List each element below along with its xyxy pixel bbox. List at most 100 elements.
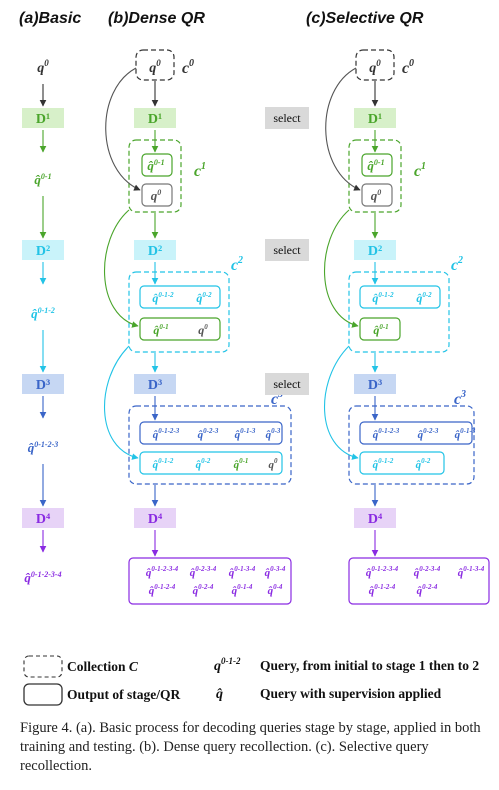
selective-c3-item-1-1: q̂0-2: [416, 457, 431, 471]
legend-output-label: Output of stage/QR: [67, 687, 181, 702]
selective-final-box: [348, 557, 490, 605]
header-dense-qr: (b)Dense QR: [108, 10, 205, 27]
dense-recollect-c0: [105, 67, 141, 191]
selective-stage-3: D³: [368, 378, 382, 393]
dense-final-item-1: q̂0-2-3-4: [190, 565, 217, 579]
legend-collection-symbol: C: [129, 659, 139, 674]
basic-stage-3-box: [22, 374, 64, 394]
legend-query-desc: Query, from initial to stage 1 then to 2: [260, 658, 479, 673]
dense-final-item-0: q̂0-1-2-3-4: [146, 565, 179, 579]
selective-recollect-c2: [323, 345, 359, 460]
dense-final-item-2: q̂0-1-3-4: [229, 565, 256, 579]
dense-c1-out-box: [141, 153, 173, 177]
selective-select-box-3: [265, 373, 309, 395]
selective-c0-box: [355, 49, 395, 81]
legend: Collection C Output of stage/QR q0-1-2 Q…: [23, 655, 479, 706]
selective-select-box-2: [265, 239, 309, 261]
dense-stage-2-box: [134, 240, 176, 260]
basic-output-4: q̂0-1-2-3-4: [24, 570, 61, 585]
dense-stage-2: D²: [148, 244, 162, 259]
selective-c2-box: [348, 271, 450, 353]
basic-output-1: q̂0-1: [34, 172, 51, 187]
dense-c2-item-0-0: q̂0-1-2: [152, 291, 174, 305]
dense-stage-1-box: [134, 108, 176, 128]
dense-c2-item-1-1: q0: [198, 323, 208, 337]
diagram-content: q0D¹q̂0-1D²q̂0-1-2D³q̂0-1-2-3D⁴q̂0-1-2-3…: [22, 49, 490, 605]
selective-c3-item-1-0: q̂0-1-2: [373, 457, 394, 471]
selective-q0: q0: [369, 58, 381, 76]
selective-select-label-3: select: [273, 377, 301, 391]
svg-text:Collection C: Collection C: [67, 659, 139, 674]
selective-c3-out-box: [359, 421, 473, 445]
dense-c3-item-0-2: q̂0-1-3: [235, 427, 256, 441]
selective-stage-1-box: [354, 108, 396, 128]
dense-c3-item-1-3: q0: [269, 457, 279, 471]
dense-c3-out-box: [139, 421, 283, 445]
header-selective-qr: (c)Selective QR: [306, 10, 424, 27]
selective-c2-label: c2: [451, 255, 463, 274]
legend-supervised-desc: Query with supervision applied: [260, 686, 442, 701]
selective-select-label-2: select: [273, 243, 301, 257]
basic-stage-4: D⁴: [36, 512, 51, 527]
dense-c3-item-1-0: q̂0-1-2: [153, 457, 174, 471]
basic-output-3: q̂0-1-2-3: [28, 440, 59, 455]
selective-c1-out-box: [361, 153, 393, 177]
dense-c1-label: c1: [194, 161, 206, 180]
dense-c2-item-0-1: q̂0-2: [196, 291, 212, 305]
dense-c0-box: [135, 49, 175, 81]
legend-query-base: q: [214, 659, 221, 674]
dense-q0: q0: [149, 58, 161, 76]
dense-final-item-5: q̂0-2-4: [193, 583, 214, 597]
dense-c3-item-0-0: q̂0-1-2-3: [153, 427, 180, 441]
dense-recollect-c2: [103, 345, 139, 460]
dense-c3-prev-box: [139, 451, 283, 475]
dense-c1-item-0-0: q̂0-1: [147, 158, 164, 173]
selective-c2-out-box: [359, 285, 441, 309]
dense-c3-item-1-2: q̂0-1: [234, 457, 249, 471]
legend-collection-label: Collection: [67, 659, 129, 674]
selective-c1-item-0-0: q̂0-1: [367, 158, 384, 173]
dense-final-item-3: q̂0-3-4: [265, 565, 286, 579]
dense-stage-4: D⁴: [148, 512, 163, 527]
dense-c3-item-1-1: q̂0-2: [196, 457, 211, 471]
legend-query-sup: 0-1-2: [221, 656, 241, 666]
selective-c2-item-0-0: q̂0-1-2: [372, 291, 394, 305]
selective-c3-item-0-2: q̂0-1-3: [455, 427, 476, 441]
legend-collection-swatch: [23, 655, 63, 678]
selective-c3-item-0-1: q̂0-2-3: [418, 427, 439, 441]
selective-recollect-c0: [325, 67, 361, 191]
selective-c1-item-1-0: q0: [371, 188, 382, 203]
basic-stage-2: D²: [36, 244, 50, 259]
dense-c3-item-0-1: q̂0-2-3: [198, 427, 219, 441]
figure-caption: Figure 4. (a). Basic process for decodin…: [20, 720, 481, 774]
basic-stage-3: D³: [36, 378, 50, 393]
dense-stage-4-box: [134, 508, 176, 528]
header-basic: (a)Basic: [19, 10, 81, 27]
svg-text:q0-1-2: q0-1-2: [214, 656, 241, 674]
dense-c2-prev-box: [139, 317, 221, 341]
basic-stage-2-box: [22, 240, 64, 260]
selective-final-item-0: q̂0-1-2-3-4: [366, 565, 399, 579]
basic-output-2: q̂0-1-2: [31, 306, 55, 321]
dense-final-item-6: q̂0-1-4: [232, 583, 253, 597]
selective-c2-item-0-1: q̂0-2: [416, 291, 432, 305]
selective-c3-prev-box: [359, 451, 445, 475]
selective-c2-prev-box: [359, 317, 401, 341]
selective-final-item-4: q̂0-2-4: [417, 583, 438, 597]
selective-c1-label: c1: [414, 161, 426, 180]
dense-stage-3-box: [134, 374, 176, 394]
selective-c1-prev-box: [361, 183, 393, 207]
selective-c3-item-0-0: q̂0-1-2-3: [373, 427, 400, 441]
selective-c0-label: c0: [402, 58, 414, 77]
selective-recollect-c1: [323, 209, 359, 328]
selective-final-item-2: q̂0-1-3-4: [458, 565, 485, 579]
selective-select-box-1: [265, 107, 309, 129]
basic-stage-4-box: [22, 508, 64, 528]
dense-final-item-7: q̂0-4: [268, 583, 283, 597]
selective-final-item-3: q̂0-1-2-4: [369, 583, 396, 597]
basic-stage-1-box: [22, 108, 64, 128]
dense-c1-prev-box: [141, 183, 173, 207]
selective-stage-4-box: [354, 508, 396, 528]
basic-q0: q0: [37, 58, 49, 76]
